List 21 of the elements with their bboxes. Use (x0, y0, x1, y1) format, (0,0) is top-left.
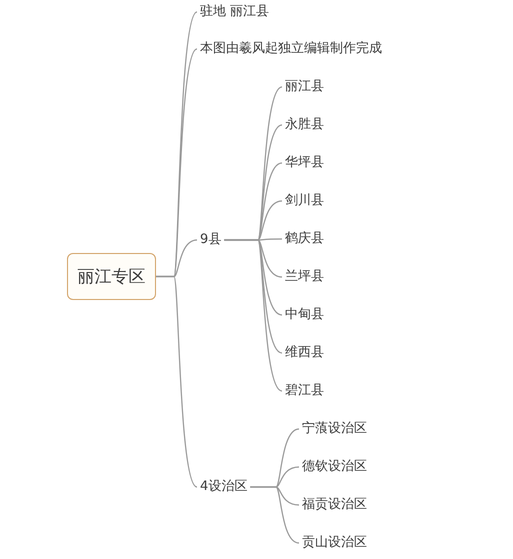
branch-line (250, 486, 300, 544)
branch-label: 德钦设治区 (302, 459, 367, 475)
branch-label: 中甸县 (285, 307, 324, 323)
central-topic-box: 丽江专区 (67, 253, 156, 300)
branch-label: 兰坪县 (285, 269, 324, 285)
branch-label: 贡山设治区 (302, 535, 367, 551)
branch-label: 碧江县 (285, 383, 324, 399)
branch-label: 驻地 丽江县 (200, 4, 270, 20)
branch-label: 9县 (200, 232, 222, 248)
branch-label: 永胜县 (285, 117, 324, 133)
branch-label: 维西县 (285, 345, 324, 361)
branch-label: 鹤庆县 (285, 231, 324, 247)
branch-label: 本图由羲风起独立编辑制作完成 (200, 41, 382, 57)
branch-line (224, 239, 282, 392)
branch-label: 4设治区 (200, 479, 248, 495)
branch-label: 福贡设治区 (302, 497, 367, 513)
branch-label: 华坪县 (285, 155, 324, 171)
branch-label: 丽江县 (285, 79, 324, 95)
branch-line (156, 276, 198, 488)
branch-label: 宁蒗设治区 (302, 421, 367, 437)
branch-label: 剑川县 (285, 193, 324, 209)
